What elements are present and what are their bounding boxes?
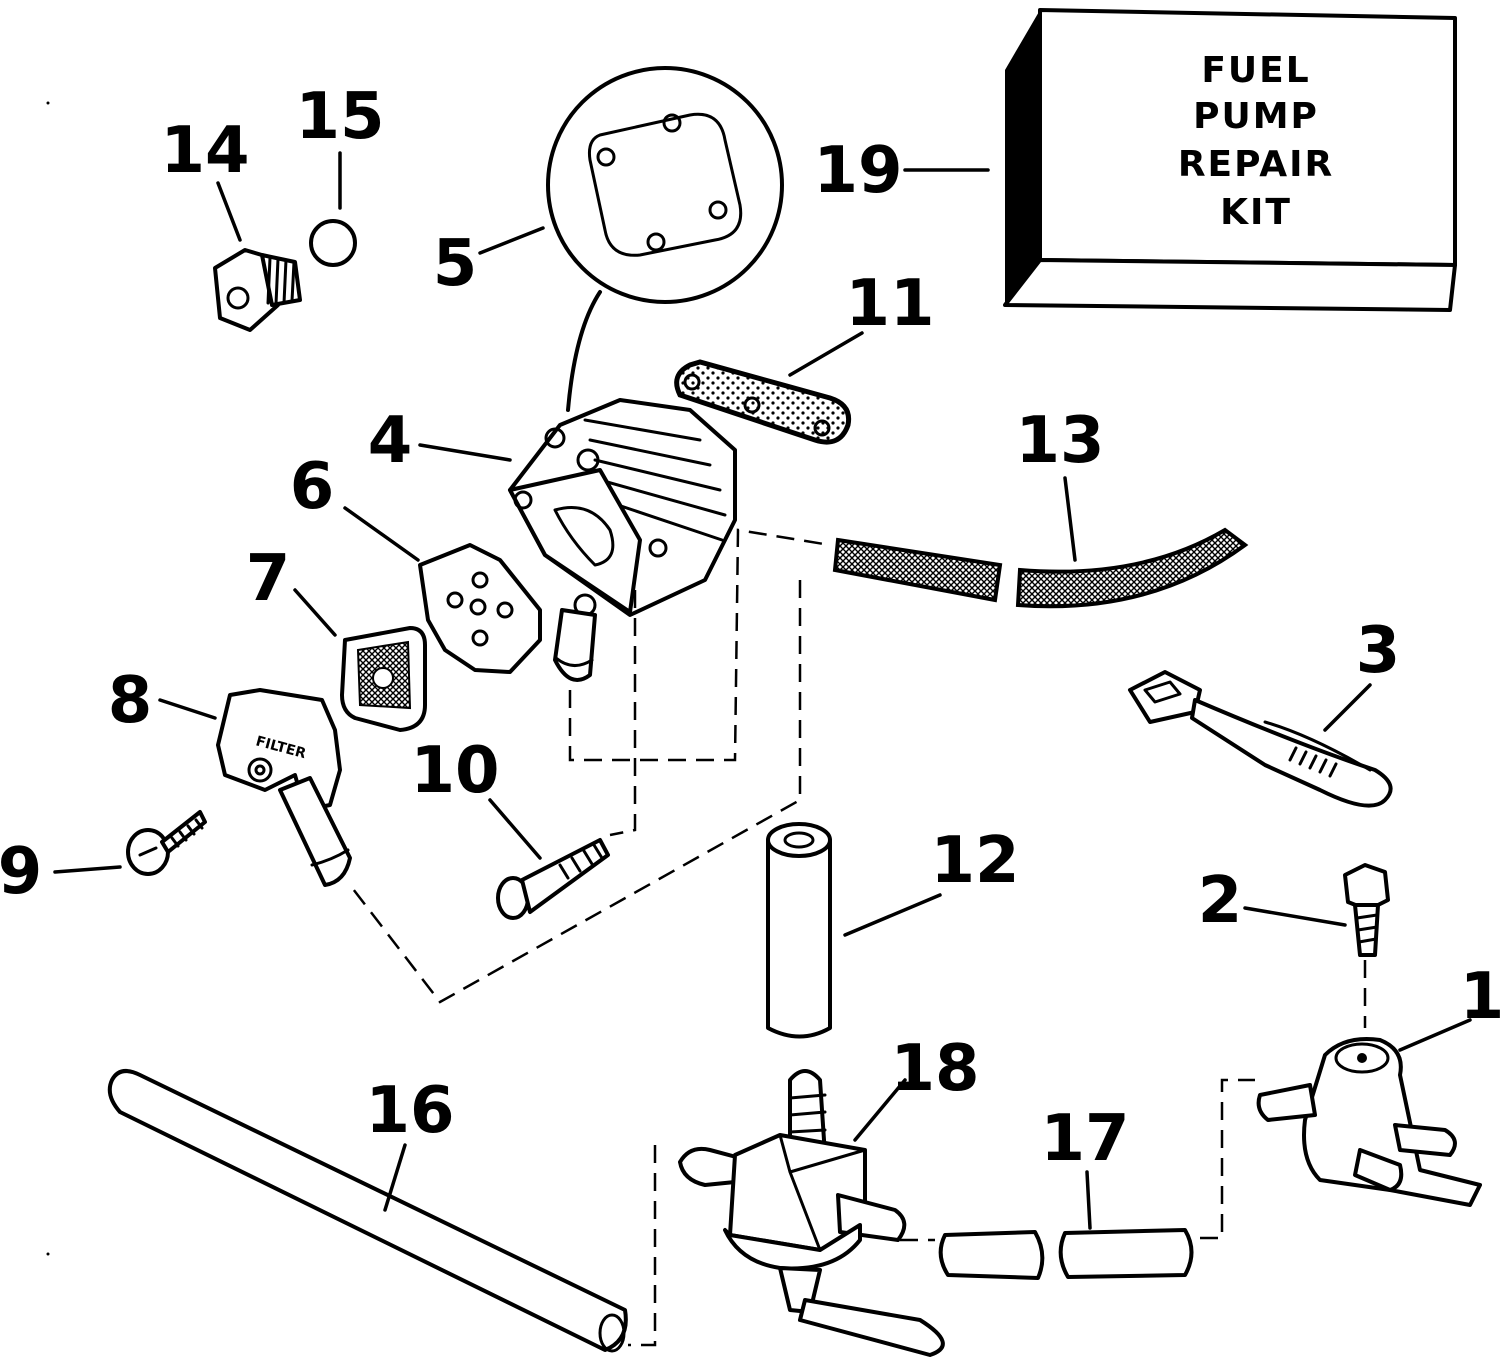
- assembly-dashed-lines: [349, 528, 1367, 1347]
- short-hoses: [938, 1228, 1194, 1280]
- scan-speck: [46, 1252, 50, 1256]
- leader-6: [343, 506, 420, 562]
- leader-16: [383, 1143, 407, 1212]
- bolt: [1343, 863, 1390, 957]
- callout-9: 9: [0, 835, 42, 909]
- callout-3: 3: [1356, 614, 1401, 688]
- callout-2: 2: [1198, 864, 1243, 938]
- cable-tie: [1128, 670, 1393, 808]
- leader-1: [1398, 1018, 1472, 1052]
- leader-17: [1085, 1170, 1092, 1230]
- leader-5: [478, 226, 545, 255]
- leader-11: [788, 331, 864, 377]
- long-screw: [496, 838, 610, 920]
- leader-18: [853, 1078, 907, 1142]
- fuel-pump-body: [508, 398, 737, 682]
- filter-cover: FILTER: [216, 688, 352, 887]
- callout-19: 19: [813, 134, 902, 208]
- callout-6: 6: [290, 450, 335, 524]
- repair-kit-box: FUEL PUMP REPAIR KIT: [1003, 8, 1457, 312]
- callout-17: 17: [1040, 1102, 1129, 1176]
- fitting-plug: [213, 248, 302, 332]
- kit-line-2: PUMP: [1193, 96, 1319, 137]
- leader-4: [418, 443, 512, 462]
- callout-18: 18: [890, 1032, 979, 1106]
- callout-13: 13: [1015, 404, 1104, 478]
- kit-line-3: REPAIR: [1178, 144, 1334, 185]
- leader-3: [1323, 683, 1372, 732]
- tee-valve: [678, 1069, 945, 1357]
- diaphragm-plate: [418, 543, 542, 674]
- diaphragm: [340, 626, 427, 732]
- leader-7: [293, 588, 337, 637]
- check-ball: [309, 219, 357, 267]
- callout-4: 4: [368, 404, 413, 478]
- leader-10: [488, 798, 542, 860]
- gasket-strip: [674, 359, 852, 445]
- callout-10: 10: [410, 734, 499, 808]
- callout-7: 7: [246, 542, 291, 616]
- callout-15: 15: [295, 80, 384, 154]
- callout-12: 12: [930, 824, 1019, 898]
- kit-line-4: KIT: [1220, 192, 1292, 233]
- kit-line-1: FUEL: [1201, 50, 1310, 91]
- leader-14: [216, 181, 242, 242]
- callout-11: 11: [845, 267, 934, 341]
- valve-bracket: [1256, 1037, 1482, 1207]
- leader-8: [158, 698, 217, 720]
- callout-14: 14: [160, 114, 249, 188]
- small-screw: [126, 810, 207, 876]
- scan-speck: [46, 101, 50, 105]
- leader-13: [1063, 476, 1077, 562]
- gasket-detail-circle: [546, 66, 784, 412]
- leader-9: [53, 865, 122, 874]
- callout-8: 8: [108, 664, 153, 738]
- callout-5: 5: [433, 227, 478, 301]
- long-fuel-hose: [107, 1069, 628, 1353]
- leader-12: [843, 893, 942, 937]
- leader-2: [1243, 906, 1347, 927]
- callout-1: 1: [1460, 960, 1500, 1034]
- mesh-hose: [832, 527, 1249, 609]
- callout-16: 16: [365, 1074, 454, 1148]
- straight-hose: [766, 822, 832, 1039]
